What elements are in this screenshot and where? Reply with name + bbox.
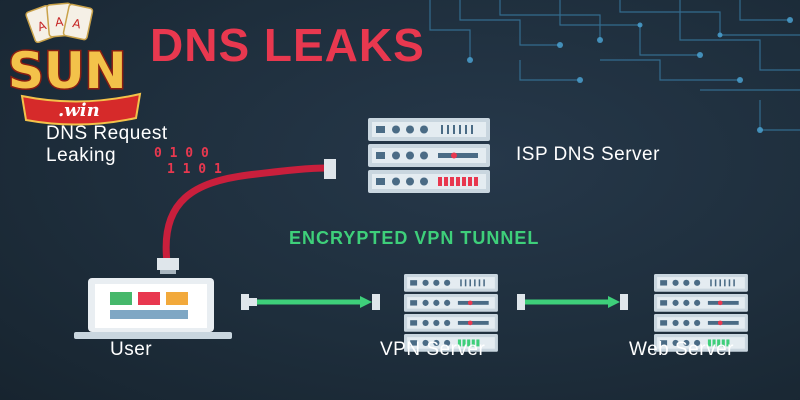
user-laptop (74, 278, 232, 339)
web-server-label: Web Server (629, 339, 734, 360)
laptop-icon (74, 278, 232, 339)
logo-subtext: .win (58, 100, 100, 121)
encrypted-vpn-tunnel-label: ENCRYPTED VPN TUNNEL (289, 228, 540, 248)
brand-logo: A A A SUN .win (7, 2, 142, 126)
tunnel-link-user-vpn (241, 294, 380, 310)
dns-request-line1: DNS Request (46, 123, 168, 144)
svg-text:A: A (55, 15, 65, 30)
dns-request-leaking-label: DNS Request Leaking (46, 123, 168, 167)
svg-text:A: A (71, 16, 83, 32)
page-title: DNS LEAKS (150, 19, 425, 71)
logo-text: SUN (8, 42, 126, 100)
playing-cards-icon: A A A (25, 2, 94, 44)
vpn-server-label: VPN Server (380, 339, 486, 360)
user-label: User (110, 339, 153, 360)
server-rack-icon (368, 118, 490, 193)
isp-dns-server (368, 118, 490, 193)
binary-row-1: 0 1 0 0 (154, 146, 209, 161)
isp-dns-server-label: ISP DNS Server (516, 144, 660, 165)
cable-connector-icon (157, 258, 179, 270)
cable-connector-icon (324, 159, 336, 179)
dns-request-line2: Leaking (46, 145, 117, 166)
binary-row-2: 1 1 0 1 (167, 162, 222, 177)
dns-leak-cable (157, 159, 336, 274)
tunnel-link-vpn-web (517, 294, 628, 310)
